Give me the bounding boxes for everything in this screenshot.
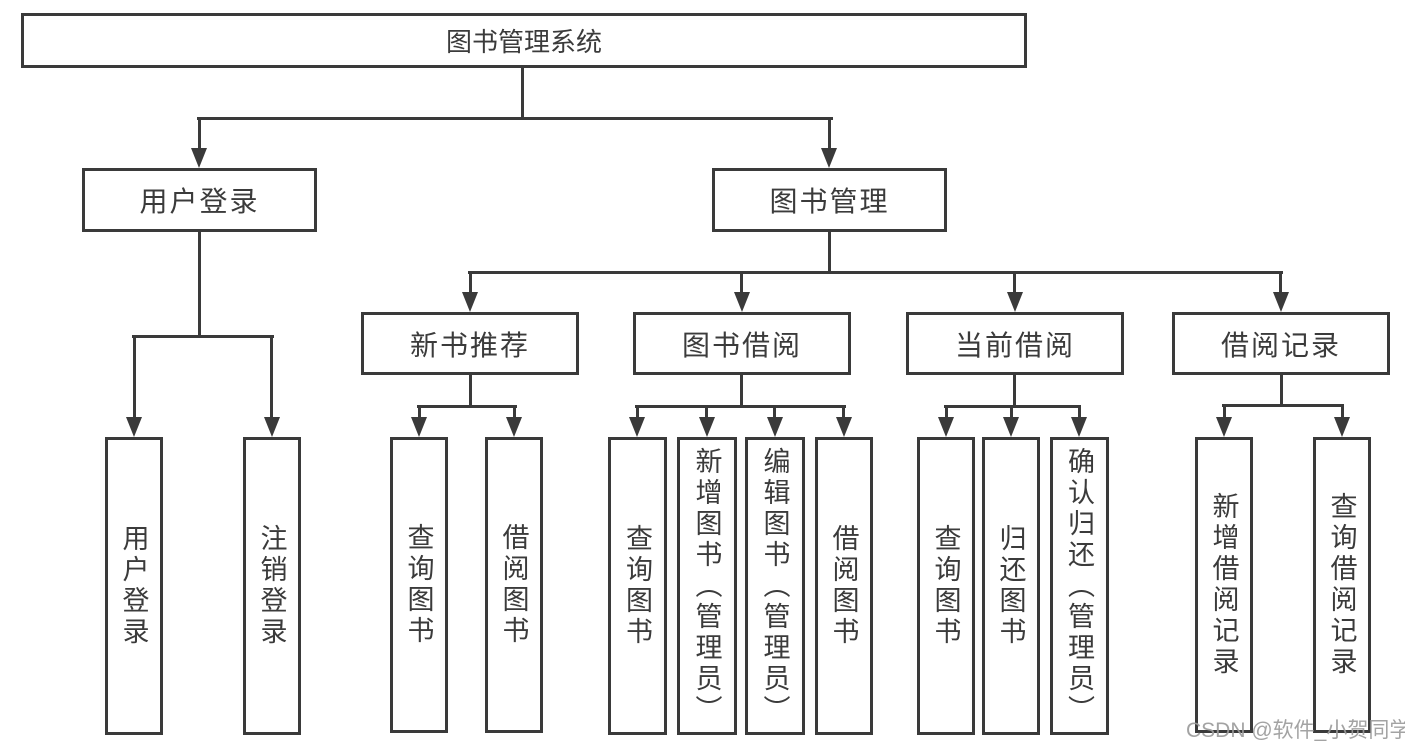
connector-line — [635, 405, 846, 408]
arrow-down-icon — [126, 417, 142, 437]
connector-line — [773, 405, 776, 419]
node-user-login: 用户登录 — [82, 168, 317, 232]
connector-line — [418, 405, 421, 419]
connector-line — [133, 335, 136, 419]
leaf-user-login-label: 用户登录 — [118, 524, 149, 648]
arrow-down-icon — [734, 292, 750, 312]
connector-line — [636, 405, 639, 419]
leaf-return-book-label: 归还图书 — [995, 524, 1026, 648]
connector-line — [469, 271, 472, 294]
leaf-edit-book-admin: 编辑图书（管理员） — [745, 437, 805, 735]
connector-line — [521, 68, 524, 120]
connector-line — [1222, 404, 1344, 407]
watermark: CSDN @软件_小贺同学 — [1186, 719, 1405, 742]
leaf-user-login: 用户登录 — [105, 437, 163, 735]
arrow-down-icon — [191, 148, 207, 168]
connector-line — [198, 117, 201, 152]
arrow-down-icon — [629, 417, 645, 437]
connector-line — [198, 232, 201, 337]
node-new-book-recommend-label: 新书推荐 — [409, 329, 530, 361]
connector-line — [469, 375, 472, 408]
connector-line — [1010, 405, 1013, 419]
node-book-management: 图书管理 — [712, 168, 947, 232]
node-current-borrow: 当前借阅 — [906, 312, 1124, 375]
leaf-add-book-admin: 新增图书（管理员） — [677, 437, 737, 735]
node-root: 图书管理系统 — [21, 13, 1027, 68]
connector-line — [1280, 375, 1283, 407]
arrow-down-icon — [1216, 417, 1232, 437]
arrow-down-icon — [462, 292, 478, 312]
leaf-query-books-current-label: 查询图书 — [930, 524, 961, 648]
arrow-down-icon — [821, 148, 837, 168]
connector-line — [740, 271, 743, 294]
connector-line — [1341, 404, 1344, 419]
leaf-confirm-return-admin: 确认归还（管理员） — [1050, 437, 1109, 735]
arrow-down-icon — [264, 417, 280, 437]
arrow-down-icon — [1071, 417, 1087, 437]
connector-line — [417, 405, 517, 408]
connector-line — [468, 271, 1283, 274]
connector-line — [945, 405, 948, 419]
leaf-query-books-current: 查询图书 — [917, 437, 975, 735]
arrow-down-icon — [1003, 417, 1019, 437]
arrow-down-icon — [1334, 417, 1350, 437]
leaf-query-books-recommend-label: 查询图书 — [403, 523, 434, 647]
leaf-logout-label: 注销登录 — [256, 524, 287, 648]
leaf-confirm-return-admin-label: 确认归还（管理员） — [1064, 446, 1094, 726]
leaf-borrow-books-label: 借阅图书 — [828, 524, 859, 648]
leaf-add-book-admin-label: 新增图书（管理员） — [691, 446, 722, 726]
connector-line — [828, 117, 831, 152]
connector-line — [132, 335, 274, 338]
connector-line — [740, 375, 743, 408]
leaf-edit-book-admin-label: 编辑图书（管理员） — [759, 446, 790, 726]
connector-line — [705, 405, 708, 419]
connector-line — [1078, 405, 1081, 419]
connector-line — [842, 405, 845, 419]
leaf-query-borrow-record: 查询借阅记录 — [1313, 437, 1371, 733]
leaf-add-borrow-record: 新增借阅记录 — [1195, 437, 1253, 733]
arrow-down-icon — [1007, 292, 1023, 312]
arrow-down-icon — [938, 417, 954, 437]
leaf-query-books-borrow: 查询图书 — [608, 437, 667, 735]
node-book-management-label: 图书管理 — [769, 186, 890, 217]
leaf-borrow-books-recommend: 借阅图书 — [485, 437, 543, 733]
leaf-return-book: 归还图书 — [982, 437, 1040, 735]
arrow-down-icon — [1273, 292, 1289, 312]
connector-line — [513, 405, 516, 419]
arrow-down-icon — [767, 417, 783, 437]
connector-line — [270, 335, 273, 419]
arrow-down-icon — [506, 417, 522, 437]
connector-line — [1013, 375, 1016, 408]
connector-line — [828, 232, 831, 273]
node-book-borrow: 图书借阅 — [633, 312, 851, 375]
node-user-login-label: 用户登录 — [139, 186, 260, 217]
leaf-logout: 注销登录 — [243, 437, 301, 735]
leaf-query-books-borrow-label: 查询图书 — [622, 524, 652, 648]
connector-line — [1013, 271, 1016, 294]
leaf-query-books-recommend: 查询图书 — [390, 437, 448, 733]
connector-line — [1223, 404, 1226, 419]
arrow-down-icon — [836, 417, 852, 437]
leaf-borrow-books: 借阅图书 — [815, 437, 873, 735]
arrow-down-icon — [411, 417, 427, 437]
leaf-query-borrow-record-label: 查询借阅记录 — [1326, 492, 1357, 678]
connector-line — [1279, 271, 1282, 294]
node-borrow-records-label: 借阅记录 — [1220, 329, 1341, 361]
arrow-down-icon — [699, 417, 715, 437]
node-book-borrow-label: 图书借阅 — [681, 329, 802, 361]
node-borrow-records: 借阅记录 — [1172, 312, 1390, 375]
node-root-label: 图书管理系统 — [445, 27, 602, 57]
leaf-add-borrow-record-label: 新增借阅记录 — [1208, 492, 1239, 678]
node-new-book-recommend: 新书推荐 — [361, 312, 579, 375]
node-current-borrow-label: 当前借阅 — [954, 329, 1075, 361]
connector-line — [197, 117, 833, 120]
leaf-borrow-books-recommend-label: 借阅图书 — [498, 523, 529, 647]
